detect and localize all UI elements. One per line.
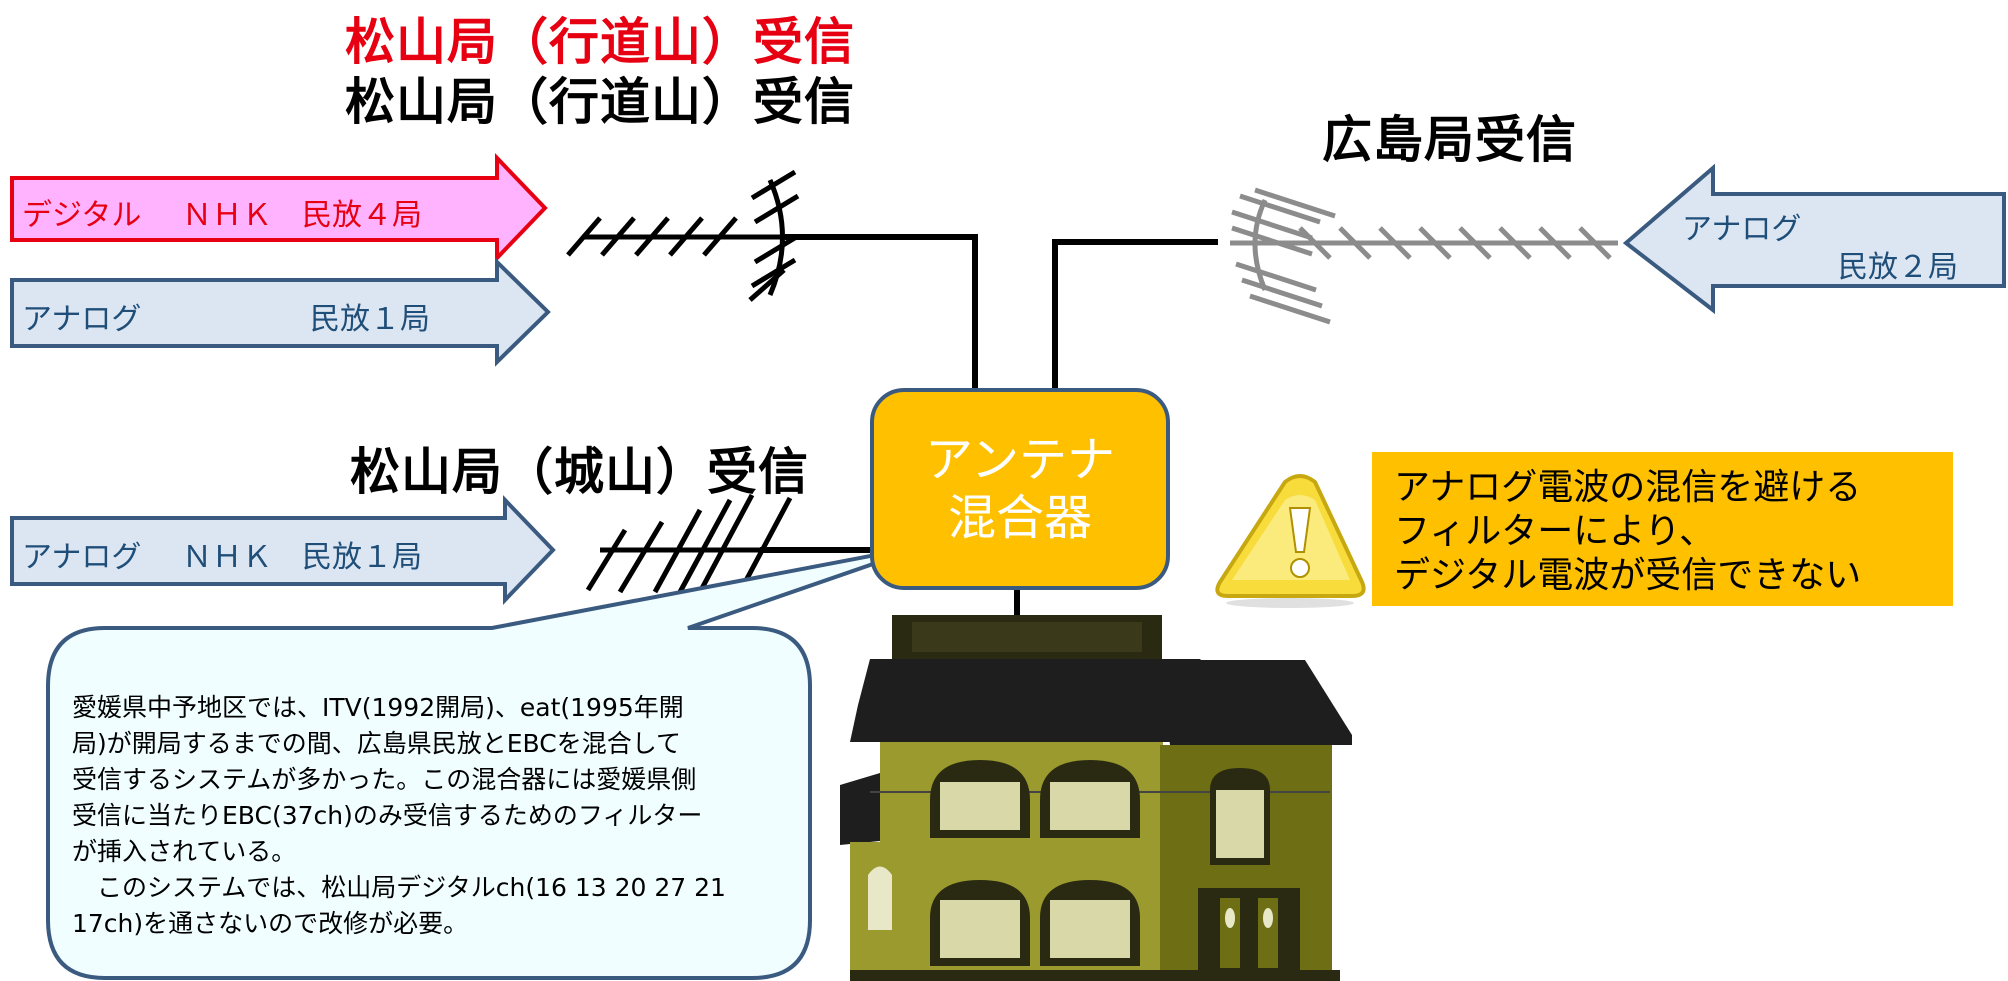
antenna-mixer-box: アンテナ 混合器 [870,388,1170,590]
yagi-antenna-icon [585,493,793,594]
arrow-analog-1 [10,257,551,367]
yagi-antenna-icon [566,169,800,302]
cables [760,234,1218,615]
arrow-analog1-stations: 民放１局 [310,302,430,337]
mixer-line2: 混合器 [947,490,1092,546]
mixer-line1: アンテナ [924,432,1116,488]
callout-bubble [46,543,929,980]
house-icon [840,615,1352,981]
arrow-digital-stations: ＮＨＫ 民放４局 [182,198,422,233]
callout-text: 愛媛県中予地区では、ITV(1992開局)、eat(1995年開 局)が開局する… [72,693,726,938]
warning-triangle-icon [1215,474,1366,608]
title-matsuyama-shiro: 松山局（城山）受信 [350,443,809,501]
arrow-analog-shiro [10,495,556,605]
arrow-hiroshima-stations: 民放２局 [1838,250,1958,285]
yagi-antenna-icon [1230,187,1618,325]
arrow-hiroshima-label: アナログ [1682,212,1802,247]
warning-line3: デジタル電波が受信できない [1394,555,1862,596]
warning-box: アナログ電波の混信を避ける フィルターにより、 デジタル電波が受信できない [1372,452,1953,606]
warning-line1: アナログ電波の混信を避ける [1394,467,1862,508]
arrow-digital [10,153,548,263]
arrow-shiro-label: アナログ [22,540,142,575]
title-matsuyama-gyodo-red: 松山局（行道山）受信 [345,13,855,71]
title-hiroshima: 広島局受信 [1322,111,1577,169]
arrow-analog-hiroshima [1622,163,2006,315]
title-matsuyama-gyodo: 松山局（行道山）受信 [345,73,855,131]
warning-line2: フィルターにより、 [1394,511,1716,552]
arrow-digital-label: デジタル [22,198,142,233]
arrow-shiro-stations: ＮＨＫ 民放１局 [182,540,422,575]
arrow-analog1-label: アナログ [22,302,142,337]
